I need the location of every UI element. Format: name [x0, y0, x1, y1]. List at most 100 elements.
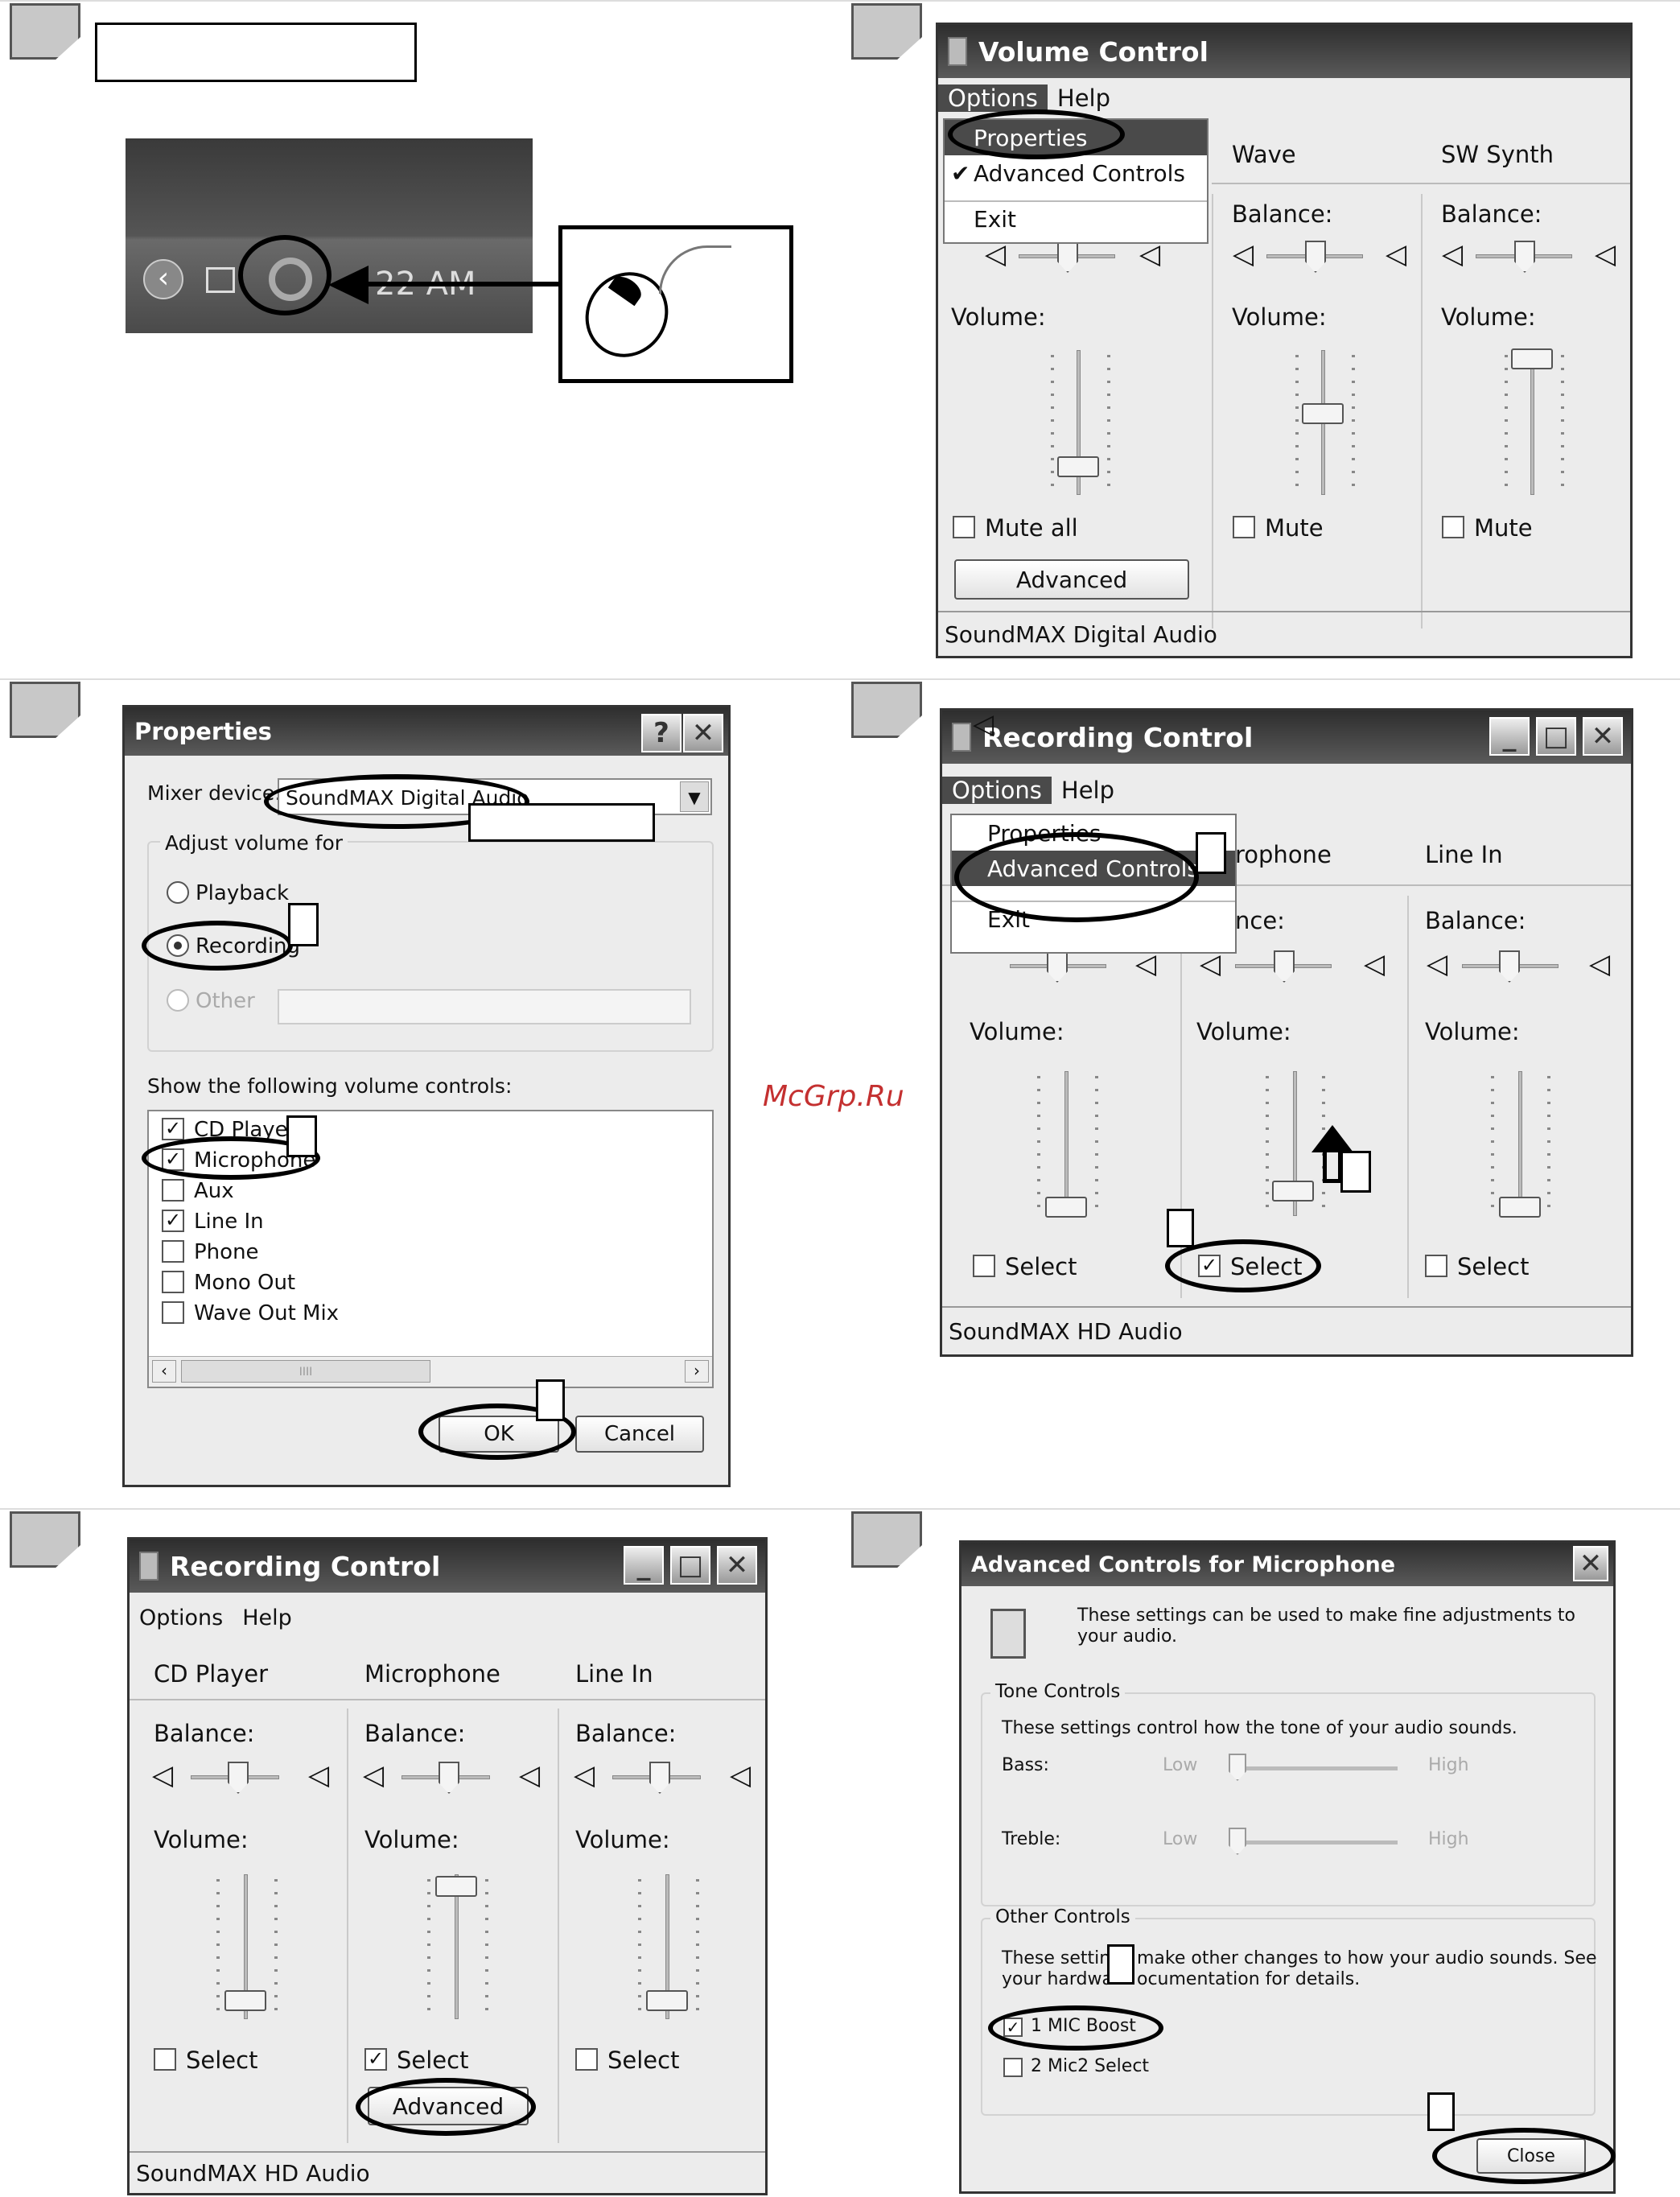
select-checkbox[interactable] — [575, 2048, 598, 2071]
other-label: Other — [196, 989, 255, 1013]
mute-checkbox[interactable] — [1233, 516, 1255, 538]
mute-all-checkbox[interactable] — [953, 516, 975, 538]
volume-slider[interactable] — [1511, 348, 1553, 369]
volume-slider[interactable] — [1272, 1181, 1314, 1202]
select-checkbox[interactable] — [1425, 1255, 1447, 1277]
volume-slider[interactable] — [646, 1990, 688, 2011]
select-checkbox[interactable] — [154, 2048, 176, 2071]
advanced-controls-dialog: Advanced Controls for Microphone ✕ These… — [959, 1540, 1616, 2194]
speaker-right-icon: ◁ — [1589, 948, 1611, 980]
ticks — [1491, 1076, 1494, 1213]
menu-item-advanced-controls[interactable]: ✔Advanced Controls — [951, 159, 1186, 187]
mono-out-checkbox[interactable] — [162, 1271, 184, 1293]
maximize-button[interactable]: □ — [670, 1546, 710, 1585]
treble-slider[interactable] — [1229, 1828, 1246, 1855]
app-icon — [139, 1552, 159, 1581]
cancel-button[interactable]: Cancel — [575, 1416, 704, 1453]
network-icon[interactable] — [206, 267, 235, 293]
scroll-right-icon[interactable]: › — [685, 1360, 709, 1383]
col-line-in: Line In — [575, 1660, 653, 1688]
minimize-button[interactable]: _ — [624, 1546, 664, 1585]
speaker-right-icon: ◁ — [519, 1759, 541, 1791]
scroll-thumb[interactable]: IIII — [181, 1360, 430, 1383]
balance-slider[interactable] — [439, 1762, 459, 1794]
close-button[interactable]: ✕ — [683, 714, 723, 752]
treble-low-label: Low — [1163, 1829, 1198, 1849]
step-marker — [286, 1115, 317, 1157]
highlight-oval — [954, 832, 1199, 922]
playback-radio[interactable] — [167, 881, 189, 904]
tray-expand-icon[interactable]: ‹ — [143, 259, 183, 299]
other-select[interactable] — [278, 989, 691, 1024]
menu-help[interactable]: Help — [1056, 84, 1111, 112]
col-line-in: Line In — [1425, 841, 1503, 868]
mixer-icon — [990, 1609, 1026, 1659]
balance-slider[interactable] — [1305, 241, 1326, 273]
cd-player-checkbox[interactable]: ✓ — [162, 1118, 184, 1140]
chevron-down-icon[interactable]: ▼ — [680, 781, 709, 812]
mic2-select-checkbox[interactable] — [1003, 2058, 1023, 2077]
balance-slider[interactable] — [1499, 950, 1520, 983]
close-button[interactable]: ✕ — [717, 1546, 757, 1585]
menubar: Options Help — [942, 770, 1631, 810]
up-arrow-shaft — [1323, 1151, 1342, 1183]
treble-high-label: High — [1428, 1829, 1469, 1849]
bass-slider[interactable] — [1229, 1754, 1246, 1781]
speaker-right-icon: ◁ — [1364, 948, 1386, 980]
line-in-checkbox[interactable]: ✓ — [162, 1210, 184, 1232]
minimize-button[interactable]: _ — [1489, 717, 1530, 756]
wave-out-mix-checkbox[interactable] — [162, 1301, 184, 1324]
balance-slider[interactable] — [1274, 950, 1295, 983]
mixer-device-label: Mixer device: — [147, 781, 282, 805]
volume-slider[interactable] — [1045, 1197, 1087, 1218]
select-checkbox[interactable]: ✓ — [364, 2048, 387, 2071]
advanced-button[interactable]: Advanced — [954, 559, 1189, 600]
step-tab-3 — [10, 682, 80, 738]
ticks — [1051, 355, 1054, 492]
help-button[interactable]: ? — [641, 714, 681, 752]
balance-slider[interactable] — [1514, 241, 1535, 273]
ticks — [638, 1879, 641, 2016]
balance-slider[interactable] — [1047, 950, 1068, 983]
menu-help[interactable]: Help — [1060, 777, 1115, 804]
close-button[interactable]: ✕ — [1583, 717, 1623, 756]
select-checkbox[interactable] — [973, 1255, 995, 1277]
volume-slider[interactable] — [1499, 1197, 1541, 1218]
mute-label: Mute — [1265, 514, 1324, 542]
mute-checkbox[interactable] — [1442, 516, 1464, 538]
volume-label: Volume: — [154, 1826, 249, 1853]
other-desc-2b: ocumentation for details. — [1137, 1969, 1361, 1989]
menu-options[interactable]: Options — [139, 1605, 224, 1630]
horizontal-scrollbar[interactable]: ‹ IIII › — [149, 1356, 712, 1387]
highlight-oval — [1165, 1239, 1321, 1292]
menu-item-exit[interactable]: Exit — [945, 200, 1207, 236]
volume-slider[interactable] — [435, 1876, 477, 1897]
balance-slider[interactable] — [1057, 241, 1078, 273]
step-marker — [288, 903, 319, 946]
menu-help[interactable]: Help — [242, 1605, 292, 1630]
maximize-button[interactable]: □ — [1536, 717, 1576, 756]
mute-label: Mute — [1474, 514, 1533, 542]
balance-slider[interactable] — [649, 1762, 670, 1794]
volume-slider[interactable] — [1057, 456, 1099, 477]
volume-slider[interactable] — [224, 1990, 266, 2011]
balance-label: Balance: — [575, 1720, 677, 1747]
phone-checkbox[interactable] — [162, 1240, 184, 1263]
status-bar: SoundMAX Digital Audio — [938, 611, 1630, 656]
treble-track — [1229, 1840, 1398, 1845]
aux-checkbox[interactable] — [162, 1179, 184, 1202]
other-radio[interactable] — [167, 989, 189, 1012]
menu-options[interactable]: Options — [938, 84, 1048, 112]
watermark: McGrp.Ru — [763, 1080, 904, 1113]
header-divider — [130, 1699, 765, 1700]
balance-label: Balance: — [364, 1720, 466, 1747]
close-button[interactable]: ✕ — [1573, 1546, 1608, 1581]
scroll-left-icon[interactable]: ‹ — [152, 1360, 176, 1383]
balance-label: Balance: — [1425, 907, 1526, 934]
speaker-right-icon: ◁ — [1135, 948, 1157, 980]
column-divider — [1407, 896, 1409, 1298]
speaker-left-icon: ◁ — [973, 708, 994, 740]
menu-options[interactable]: Options — [942, 777, 1052, 804]
volume-slider[interactable] — [1302, 403, 1344, 424]
balance-slider[interactable] — [228, 1762, 249, 1794]
